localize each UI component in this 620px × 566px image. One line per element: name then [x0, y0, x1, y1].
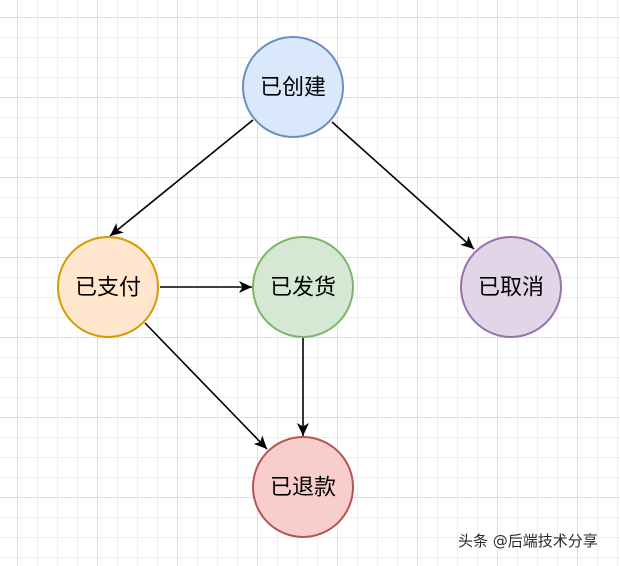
node-cancelled-label: 已取消: [478, 276, 544, 301]
node-created-label: 已创建: [260, 76, 326, 101]
node-created: 已创建: [242, 36, 344, 138]
node-paid-label: 已支付: [75, 276, 141, 301]
edge-created-to-paid: [109, 119, 254, 237]
node-paid-circle: [57, 236, 159, 338]
edge-created-to-cancelled: [331, 121, 475, 250]
edge-paid-to-refunded: [144, 322, 268, 450]
watermark-text: 头条 @后端技术分享: [458, 532, 598, 550]
node-refunded: 已退款: [252, 436, 354, 538]
node-shipped-label: 已发货: [270, 276, 336, 301]
node-refunded-circle: [252, 436, 354, 538]
node-refunded-label: 已退款: [270, 476, 336, 501]
node-shipped: 已发货: [252, 236, 354, 338]
node-created-circle: [242, 36, 344, 138]
node-cancelled-circle: [460, 236, 562, 338]
node-cancelled: 已取消: [460, 236, 562, 338]
node-paid: 已支付: [57, 236, 159, 338]
node-shipped-circle: [252, 236, 354, 338]
